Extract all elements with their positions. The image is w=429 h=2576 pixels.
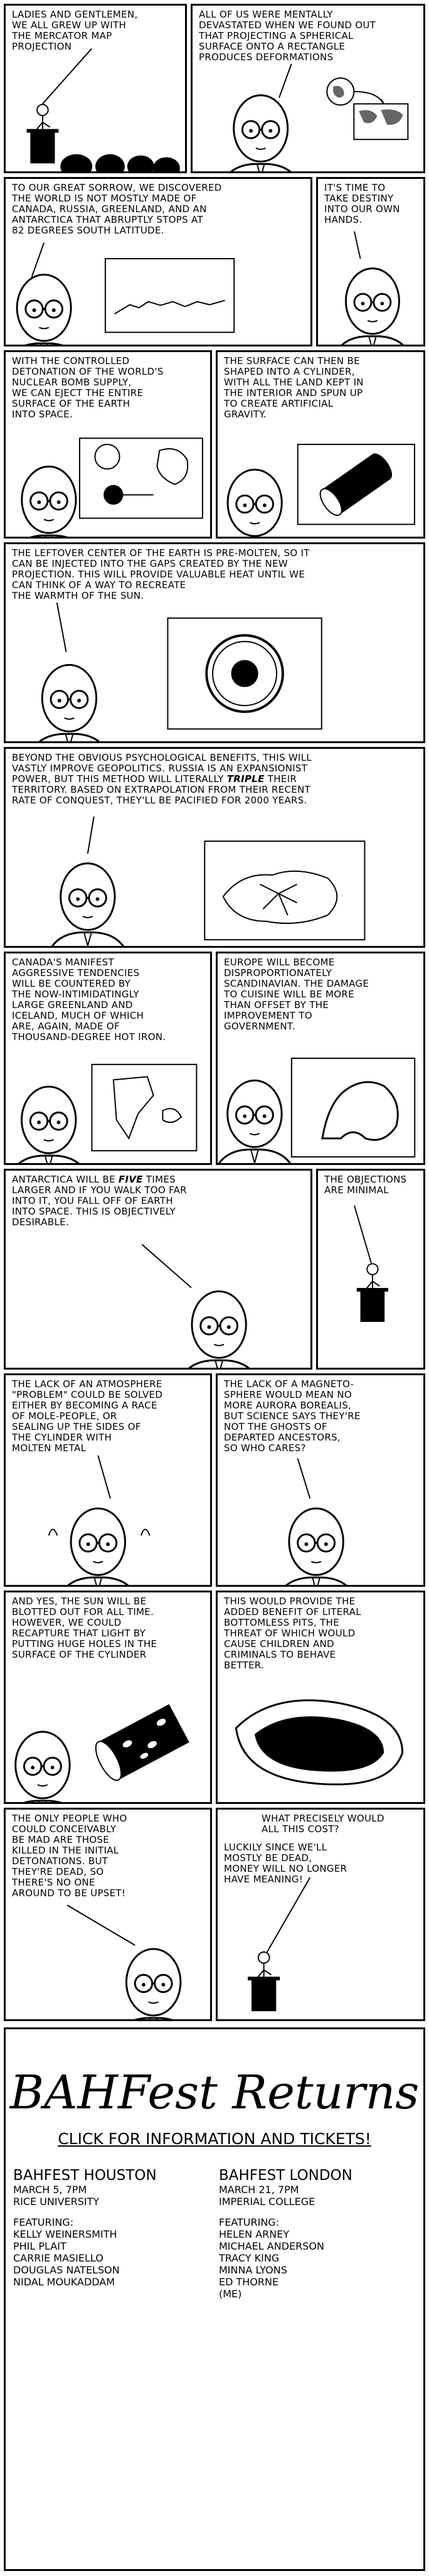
panel-18-answer: Luckily since we'll mostly be dead, mone… [224, 1842, 347, 1885]
panel-13-caption: The lack of an atmosphere "problem" coul… [12, 1378, 163, 1454]
comic-panel-11: Antarctica will be five times larger and… [4, 1169, 312, 1370]
panel-15-caption: And yes, the sun will be blotted out for… [12, 1596, 157, 1660]
london-person: (Me) [219, 2288, 242, 2300]
houston-person: Phil Plait [13, 2240, 66, 2252]
panel-9-caption: Canada's manifest aggressive tendencies … [12, 957, 166, 1043]
panel-1-art [26, 48, 180, 171]
comic-panel-13: The lack of an atmosphere "problem" coul… [4, 1373, 212, 1587]
comic-panel-9: Canada's manifest aggressive tendencies … [4, 952, 212, 1165]
panel-14-art [272, 1458, 361, 1585]
comic-panel-1: Ladies and gentlemen, we all grew up wit… [4, 4, 187, 173]
houston-person: Douglas Natelson [13, 2264, 120, 2276]
panel-7-art [25, 603, 322, 741]
panel-3-caption: To our great sorrow, we discovered the w… [12, 182, 222, 236]
comic-panel-5: With the controlled detonation of the wo… [4, 350, 212, 539]
earth-core-icon [103, 485, 124, 505]
panel-14-caption: The lack of a magneto- sphere would mean… [224, 1378, 361, 1454]
panel-10-art [218, 1058, 416, 1163]
panel-6-art [218, 444, 415, 537]
comic-panel-7: The leftover center of the Earth is pre-… [4, 542, 425, 743]
panel-1-caption: Ladies and gentlemen, we all grew up wit… [12, 9, 138, 52]
panel-11-art [141, 1244, 263, 1368]
panel-4-caption: It's time to take destiny into our own h… [324, 182, 400, 225]
panel-9-art [6, 1063, 198, 1163]
houston-date: March 5, 7PM [13, 2184, 87, 2196]
banner-title[interactable]: BAHFest Returns [9, 2066, 420, 2120]
comic-panel-17: The only people who could conceivably be… [4, 1808, 212, 2021]
panel-18-art [248, 1877, 311, 2012]
london-venue: Imperial College [219, 2196, 315, 2208]
panel-16-art [235, 1699, 404, 1786]
panel-13-art [48, 1455, 151, 1585]
london-person: Ed Thorne [219, 2276, 279, 2288]
london-date: March 21, 7PM [219, 2184, 299, 2196]
london-featuring-label: Featuring: [219, 2216, 280, 2228]
event-london: BAHFest London March 21, 7PM Imperial Co… [219, 2167, 420, 2300]
panel-18-question: What precisely would all this cost? [262, 1813, 384, 1835]
houston-title: BAHFest Houston [13, 2167, 157, 2184]
comic-panel-6: The surface can then be shaped into a cy… [216, 350, 425, 539]
panel-12-caption: The objections are minimal [324, 1174, 407, 1196]
houston-featuring-label: Featuring: [13, 2216, 74, 2228]
london-title: BAHFest London [219, 2167, 352, 2184]
london-person: Michael Anderson [219, 2240, 324, 2252]
comic-panel-8: Beyond the obvious psychological benefit… [4, 747, 425, 948]
comic-panel-14: The lack of a magneto- sphere would mean… [216, 1373, 425, 1587]
globe-icon [94, 444, 120, 470]
panel-8-art [43, 816, 366, 946]
comic-panel-18: What precisely would all this cost? Luck… [216, 1808, 425, 2021]
panel-16-caption: This would provide the added benefit of … [224, 1596, 361, 1671]
panel-11-caption: Antarctica will be five times larger and… [12, 1174, 187, 1228]
comic-panel-15: And yes, the sun will be blotted out for… [4, 1591, 212, 1804]
map-board [91, 1063, 198, 1152]
comic-panel-10: Europe will become disproportionately Sc… [216, 952, 425, 1165]
bottomless-pit-icon [254, 1716, 384, 1772]
london-person: Tracy King [219, 2252, 280, 2264]
panel-10-caption: Europe will become disproportionately Sc… [224, 957, 369, 1032]
panel-17-caption: The only people who could conceivably be… [12, 1813, 127, 1899]
flat-map-icon [353, 103, 409, 141]
panel-8-caption: Beyond the obvious psychological benefit… [12, 752, 312, 806]
comic-panel-2: All of us were mentally devastated when … [191, 4, 425, 173]
panel-2-caption: All of us were mentally devastated when … [199, 9, 376, 63]
comic-panel-16: This would provide the added benefit of … [216, 1591, 425, 1804]
london-person: Minna Lyons [219, 2264, 287, 2276]
emphasis-five: five [118, 1174, 143, 1185]
panel-5-art [6, 437, 203, 537]
houston-person: Nidal Moukaddam [13, 2276, 115, 2288]
houston-person: Carrie Masiello [13, 2252, 103, 2264]
tickets-link[interactable]: Click for information and tickets! [58, 2130, 371, 2148]
houston-venue: Rice University [13, 2196, 100, 2208]
panel-2-art [216, 63, 409, 171]
london-person: Helen Arney [219, 2228, 290, 2240]
bahfest-banner[interactable]: BAHFest Returns Click for information an… [4, 2027, 425, 2571]
emphasis-triple: triple [226, 773, 265, 785]
panel-15-art [6, 1704, 189, 1802]
molten-core-icon [231, 660, 258, 687]
panel-7-caption: The leftover center of the Earth is pre-… [12, 547, 310, 601]
cylinder-icon [319, 453, 393, 516]
chart-board [104, 258, 235, 333]
map-board [290, 1058, 416, 1158]
holed-cylinder-icon [95, 1704, 189, 1781]
event-houston: BAHFest Houston March 5, 7PM Rice Univer… [13, 2167, 214, 2288]
houston-person: Kelly Weinersmith [13, 2228, 117, 2240]
comic-panel-3: To our great sorrow, we discovered the w… [4, 177, 312, 346]
panel-17-art [66, 1904, 198, 2019]
panel-3-art [6, 242, 235, 345]
panel-4-art [329, 231, 416, 345]
panel-12-art [354, 1205, 388, 1322]
comic-panel-12: The objections are minimal [316, 1169, 425, 1370]
panel-6-caption: The surface can then be shaped into a cy… [224, 355, 364, 420]
comic-panel-4: It's time to take destiny into our own h… [316, 177, 425, 346]
panel-5-caption: With the controlled detonation of the wo… [12, 355, 164, 420]
